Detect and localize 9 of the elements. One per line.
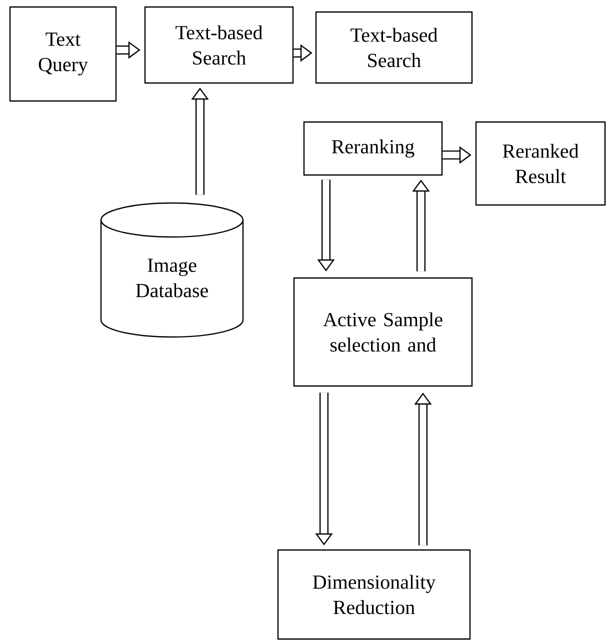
process-box: Text Query (9, 6, 117, 102)
database-cylinder: Image Database (100, 202, 244, 338)
process-box: Text-based Search (315, 11, 473, 84)
process-box: Reranked Result (475, 121, 606, 206)
process-box: Reranking (303, 121, 443, 176)
node-label: Image Database (136, 258, 208, 298)
process-box: Active Sample selection and (293, 277, 473, 387)
process-box: Text-based Search (144, 6, 294, 84)
process-box: Dimensionality Reduction (277, 549, 471, 640)
